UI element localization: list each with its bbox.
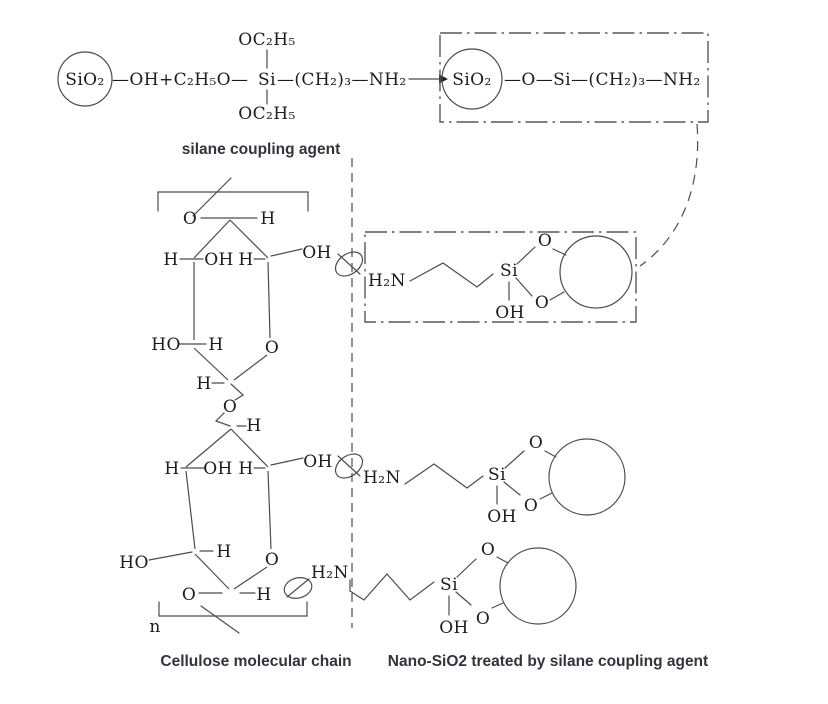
group3-amine-label: H₂N — [311, 563, 349, 583]
treated-silica-group-2: H₂N Si O O OH — [363, 433, 626, 527]
group3-si-label: Si — [440, 575, 458, 595]
glycosidic-linkage: O — [214, 383, 244, 427]
group2-oxygen-top: O — [529, 433, 543, 453]
ring2-c4-hydrogen: H — [216, 542, 231, 562]
ring2-ring-oxygen: O — [265, 550, 279, 570]
cellulose-ring-1: O H H OH H OH HO H O H — [151, 177, 332, 394]
repeat-index-label: n — [149, 617, 160, 637]
group1-silica-particle — [559, 235, 633, 309]
repeat-bracket — [158, 601, 308, 617]
group2-silica-particle — [548, 438, 626, 516]
cellulose-ring-2: H H OH H OH HO H O O H n — [119, 416, 333, 637]
reactant-si-label: Si — [258, 70, 276, 90]
group1-propyl-chain — [409, 262, 494, 288]
group2-propyl-chain — [404, 463, 484, 489]
ring1-top-hydrogen: H — [260, 209, 275, 229]
group2-amine-label: H₂N — [363, 468, 401, 488]
cellulose-caption: Cellulose molecular chain — [160, 653, 351, 670]
ring2-c2-hydroxyl: OH — [203, 459, 233, 479]
hydrogen-bond-symbol-2 — [334, 453, 364, 479]
group3-oxygen-top: O — [481, 540, 495, 560]
ring1-c2-hydroxyl: OH — [204, 250, 234, 270]
reactant-sio2-particle — [57, 51, 113, 107]
ring2-bottom-oxygen: O — [182, 585, 196, 605]
group3-hydroxyl: OH — [439, 618, 469, 638]
hydrogen-bond-symbol-1 — [334, 251, 364, 277]
product-box: SiO₂ —O—Si—(CH₂)₃—NH₂ — [439, 32, 709, 123]
ring2-c3-hydroxyl: OH — [303, 452, 333, 472]
ring1-c4-hydrogen: H — [208, 335, 223, 355]
glycosidic-oxygen: O — [223, 397, 237, 417]
reactant-chain-right: —(CH₂)₃—NH₂ — [277, 70, 407, 90]
nano-sio2-caption: Nano-SiO2 treated by silane coupling age… — [388, 653, 708, 670]
reactant-sio2-label: SiO₂ — [65, 70, 104, 90]
group1-box — [364, 231, 637, 323]
group1-si-label: Si — [500, 261, 518, 281]
group1-amine-label: H₂N — [368, 271, 406, 291]
group1-hydroxyl: OH — [495, 303, 525, 323]
ring1-c5-hydrogen: H — [196, 374, 211, 394]
top-reaction: SiO₂ —OH+C₂H₅O— Si —(CH₂)₃—NH₂ OC₂H₅ OC₂… — [57, 30, 709, 267]
hydrogen-bond-symbol-3 — [283, 577, 313, 599]
product-sio2-particle — [441, 48, 503, 110]
group3-propyl-chain — [349, 573, 435, 601]
ethoxy-top-label: OC₂H₅ — [238, 30, 295, 50]
reaction-arrow — [408, 74, 448, 84]
ring2-c3-hydrogen: H — [238, 459, 253, 479]
product-to-group-connector — [639, 123, 699, 267]
ring1-c3-hydrogen: H — [238, 250, 253, 270]
ethoxy-bottom-label: OC₂H₅ — [238, 104, 295, 124]
ring2-top-hydrogen: H — [246, 416, 261, 436]
ring2-chain-continuation-slash — [200, 605, 240, 634]
ring1-top-bracket — [157, 191, 309, 212]
treated-silica-group-3: H₂N Si O O OH — [311, 540, 577, 638]
ring1-c3-hydroxyl: OH — [302, 243, 332, 263]
group2-hydroxyl: OH — [487, 507, 517, 527]
product-sio2-label: SiO₂ — [452, 70, 491, 90]
product-chain: —O—Si—(CH₂)₃—NH₂ — [504, 70, 701, 90]
ring1-c2-hydrogen: H — [163, 250, 178, 270]
silane-agent-label: silane coupling agent — [182, 141, 340, 158]
group1-oxygen-bottom: O — [535, 293, 549, 313]
group3-silica-particle — [499, 547, 577, 625]
ring1-ring-oxygen: O — [265, 338, 279, 358]
group3-oxygen-bottom: O — [476, 609, 490, 629]
reactant-chain-left: —OH+C₂H₅O— — [112, 70, 248, 90]
ring2-c2-hydrogen: H — [164, 459, 179, 479]
ring1-top-oxygen: O — [183, 209, 197, 229]
ring1-chain-continuation-slash — [192, 177, 232, 217]
group1-oxygen-top: O — [538, 231, 552, 251]
group2-si-label: Si — [488, 465, 506, 485]
ring2-c4-hydroxyl: HO — [119, 553, 149, 573]
arrow-head-icon — [439, 74, 448, 84]
ring1-c4-hydroxyl: HO — [151, 335, 181, 355]
ring2-bottom-hydrogen: H — [256, 585, 271, 605]
group2-oxygen-bottom: O — [524, 496, 538, 516]
treated-silica-group-1: H₂N Si O O OH — [364, 231, 637, 323]
